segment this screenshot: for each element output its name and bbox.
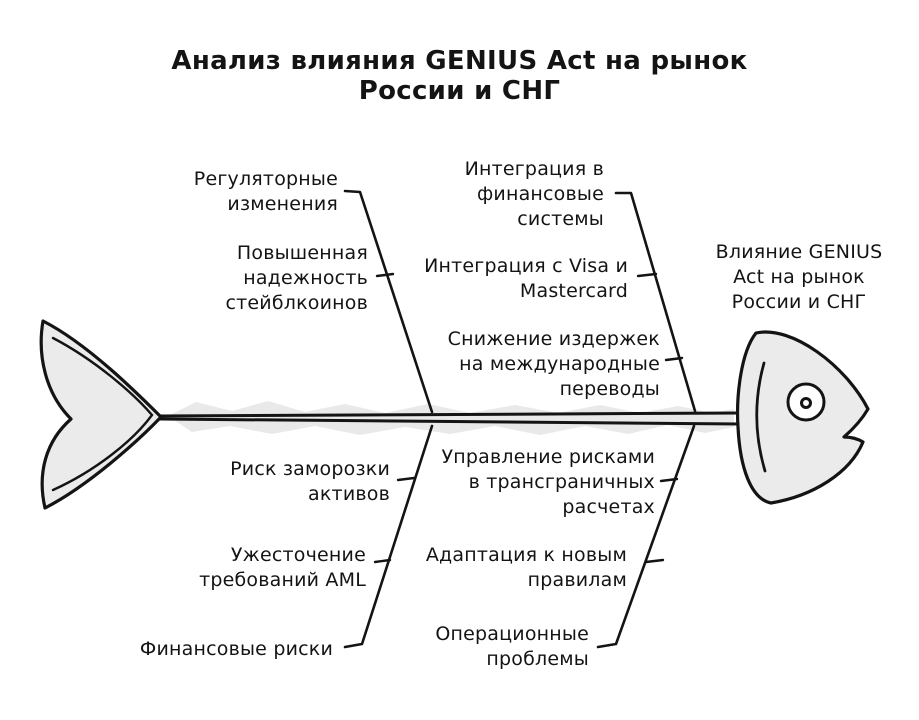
branch-item-new-rules-adaptation: Адаптация к новым правилам xyxy=(425,544,627,591)
tick-reliability xyxy=(375,272,395,278)
fish-tail-inner-line xyxy=(51,336,154,492)
spine-highlight-band xyxy=(168,401,734,435)
branch-item-stablecoin-reliability: Повышенная надежность стейблкоинов xyxy=(225,242,368,314)
branch-item-visa-mastercard: Интеграция с Visa и Mastercard xyxy=(424,255,628,302)
branch-item-asset-freeze-risk: Риск заморозки активов xyxy=(230,458,390,505)
fish-gill-line xyxy=(755,361,767,473)
tick-freeze-risk xyxy=(396,476,416,482)
fish-tail-shape xyxy=(39,319,163,510)
fish-eye-pupil-icon xyxy=(800,397,812,409)
spine-line-top xyxy=(158,411,743,418)
spine-line-bottom xyxy=(158,417,743,426)
rib-top-left xyxy=(343,189,434,414)
effect-label: Влияние GENIUS Act на рынок России и СНГ xyxy=(715,241,883,313)
tick-visa xyxy=(636,272,658,278)
rib-bottom-right xyxy=(596,424,696,649)
branch-item-aml-requirements: Ужесточение требований AML xyxy=(199,544,366,591)
branch-title-operational: Операционные проблемы xyxy=(435,623,589,670)
tick-costs xyxy=(664,356,684,362)
fish-head-shape xyxy=(736,330,870,505)
diagram-title: Анализ влияния GENIUS Act на рынок Росси… xyxy=(171,46,748,106)
branch-title-integration: Интеграция в финансовые системы xyxy=(464,158,604,230)
tick-adaptation xyxy=(644,558,665,564)
branch-title-financial: Финансовые риски xyxy=(139,638,333,660)
branch-item-transfer-costs: Снижение издержек на международные перев… xyxy=(447,328,660,400)
branch-item-crossborder-risk: Управление рисками в трансграничных расч… xyxy=(441,446,655,518)
tick-aml xyxy=(373,558,392,564)
tick-risk-management xyxy=(659,477,679,483)
rib-top-right xyxy=(614,191,697,413)
branch-title-regulatory: Регуляторные изменения xyxy=(193,168,338,215)
rib-bottom-left xyxy=(343,424,434,649)
